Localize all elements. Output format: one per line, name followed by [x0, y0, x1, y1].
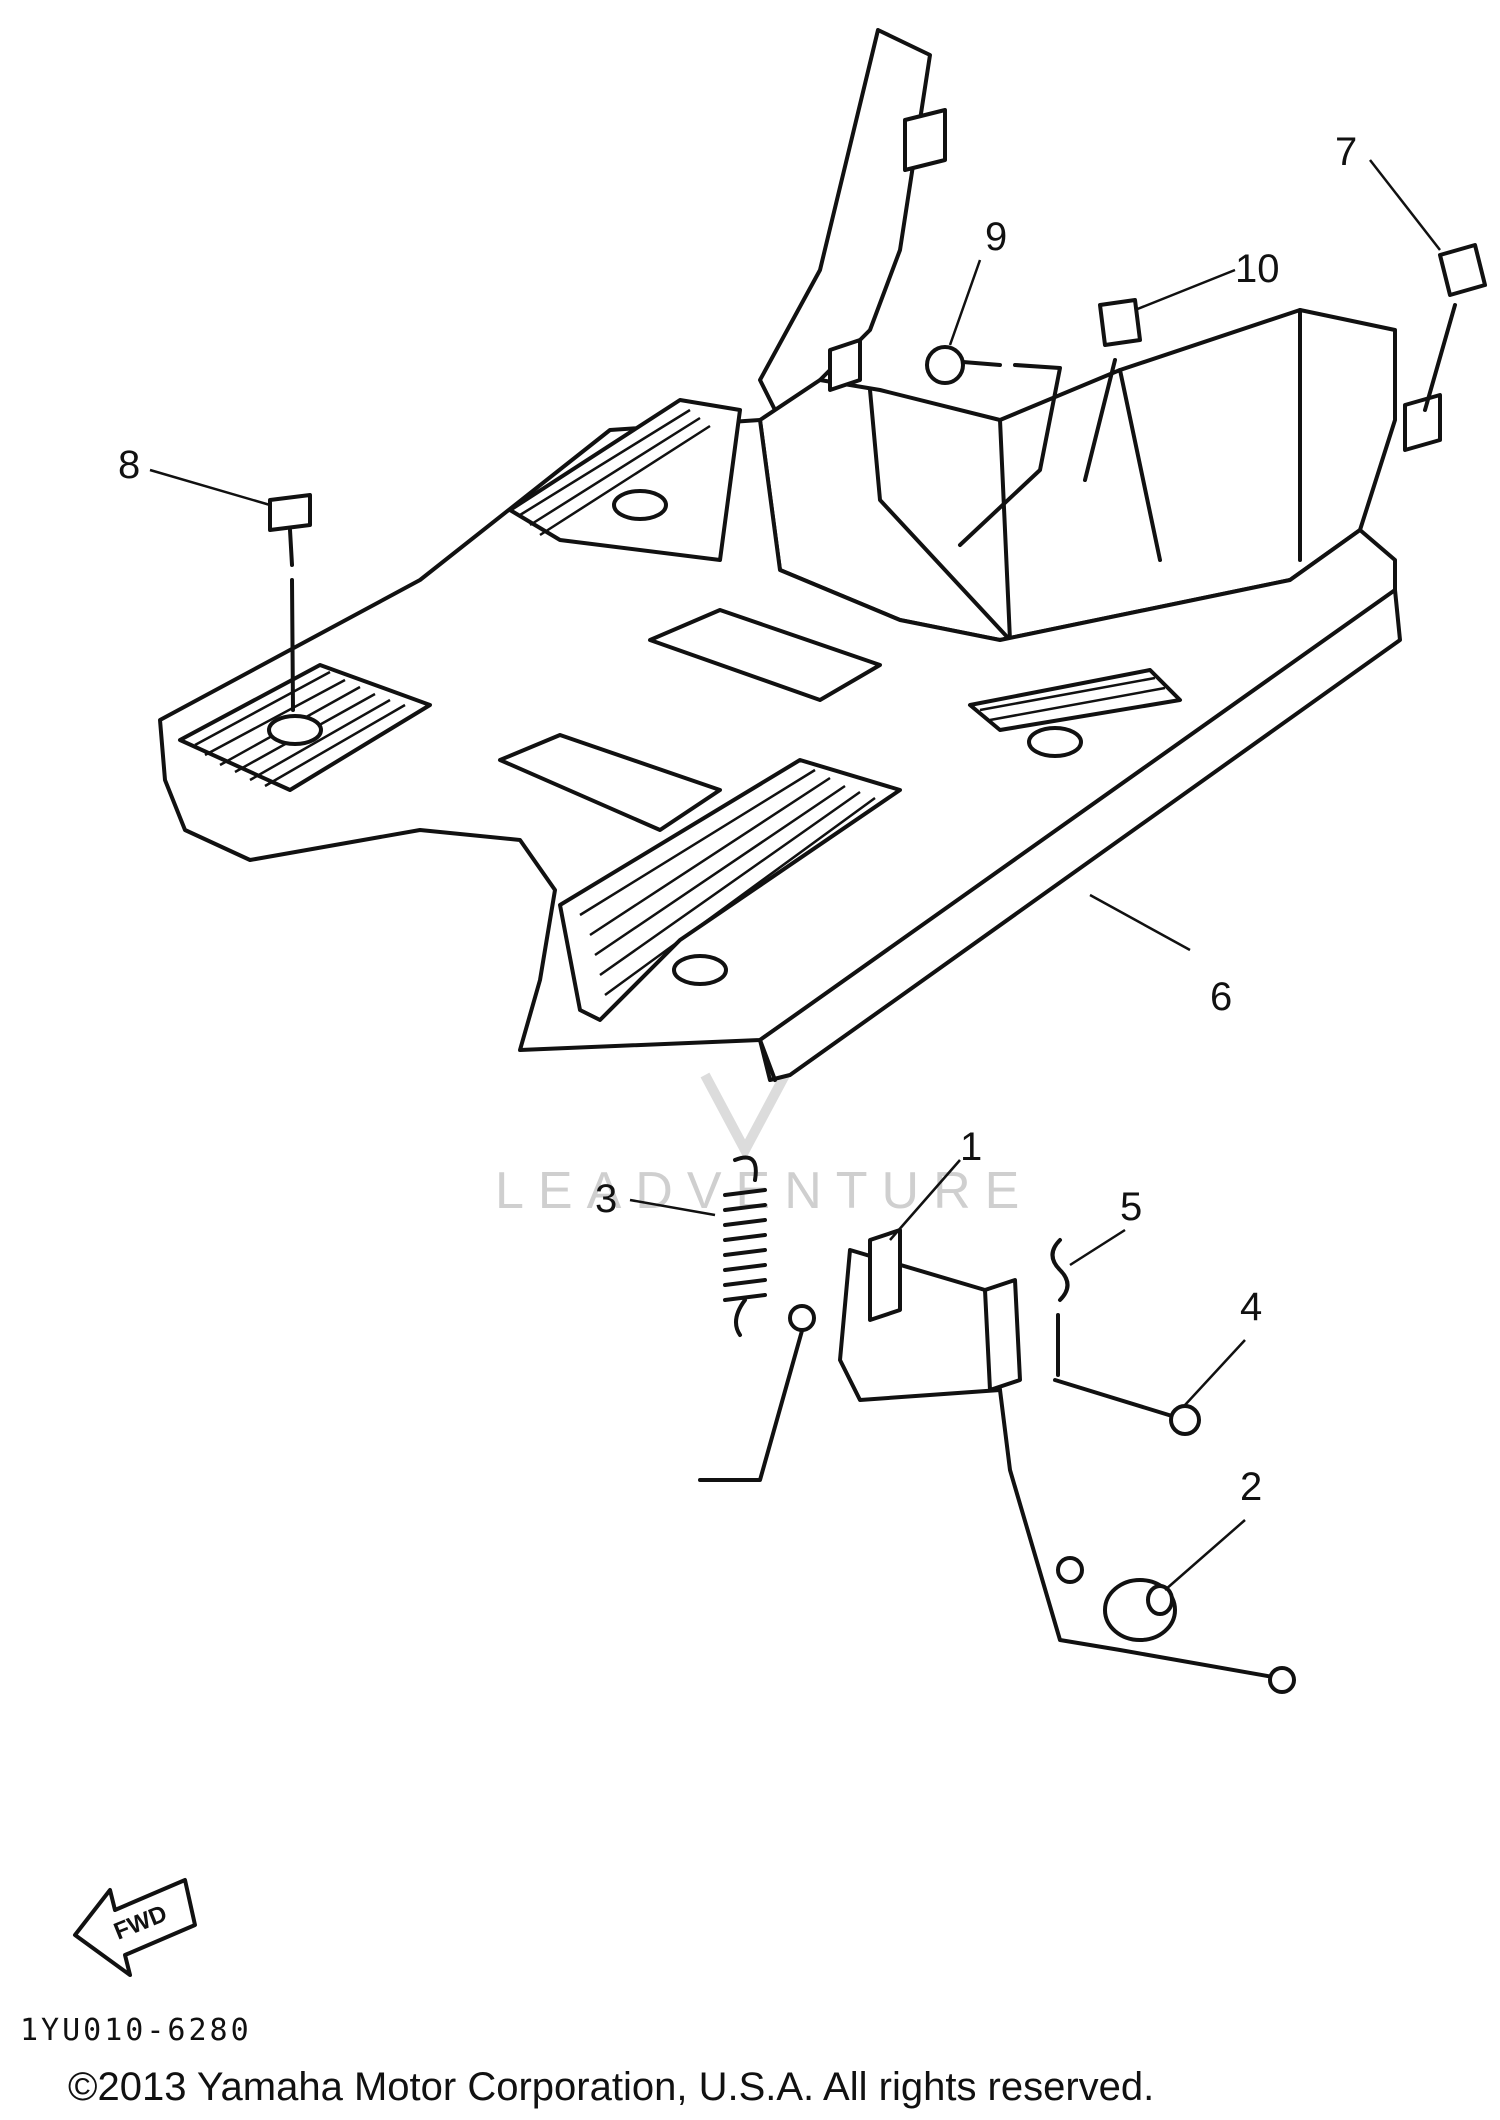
callout-6: 6 — [1210, 975, 1232, 1019]
main-stand-1 — [698, 1228, 1296, 1694]
copyright-text: ©2013 Yamaha Motor Corporation, U.S.A. A… — [68, 2065, 1154, 2109]
shaft-4 — [1053, 1313, 1201, 1436]
screw-9 — [925, 345, 1062, 547]
callout-8: 8 — [118, 443, 140, 487]
mount-hole — [612, 489, 668, 521]
tread-left-rear — [558, 758, 902, 1022]
stopper-2 — [1103, 1578, 1177, 1642]
callout-5: 5 — [1120, 1185, 1142, 1229]
leader-lines — [149, 159, 1441, 1591]
callout-2: 2 — [1240, 1465, 1262, 1509]
bolt-8 — [268, 493, 312, 712]
callout-1: 1 — [960, 1125, 982, 1169]
mount-hole — [672, 954, 728, 986]
watermark: LEADVENTURE — [495, 1072, 1019, 1220]
callout-labels: 1 2 3 4 5 6 7 8 9 10 — [118, 130, 1357, 1509]
fwd-arrow-icon: FWD — [73, 1878, 197, 1977]
mount-hole — [267, 714, 323, 746]
spring-3 — [723, 1155, 767, 1337]
nut-7 — [1423, 243, 1487, 412]
nut-10 — [1083, 298, 1142, 482]
callout-10: 10 — [1235, 247, 1280, 291]
footrest-board — [158, 28, 1442, 1082]
tread-rear-top — [508, 398, 742, 562]
diagram-code: 1YU010-6280 — [20, 2013, 252, 2048]
tread-right — [968, 668, 1182, 732]
callout-3: 3 — [595, 1177, 617, 1221]
mount-hole — [1027, 726, 1083, 758]
callout-4: 4 — [1240, 1285, 1262, 1329]
clip-5 — [1050, 1238, 1070, 1302]
callout-7: 7 — [1335, 130, 1357, 174]
callout-9: 9 — [985, 215, 1007, 259]
